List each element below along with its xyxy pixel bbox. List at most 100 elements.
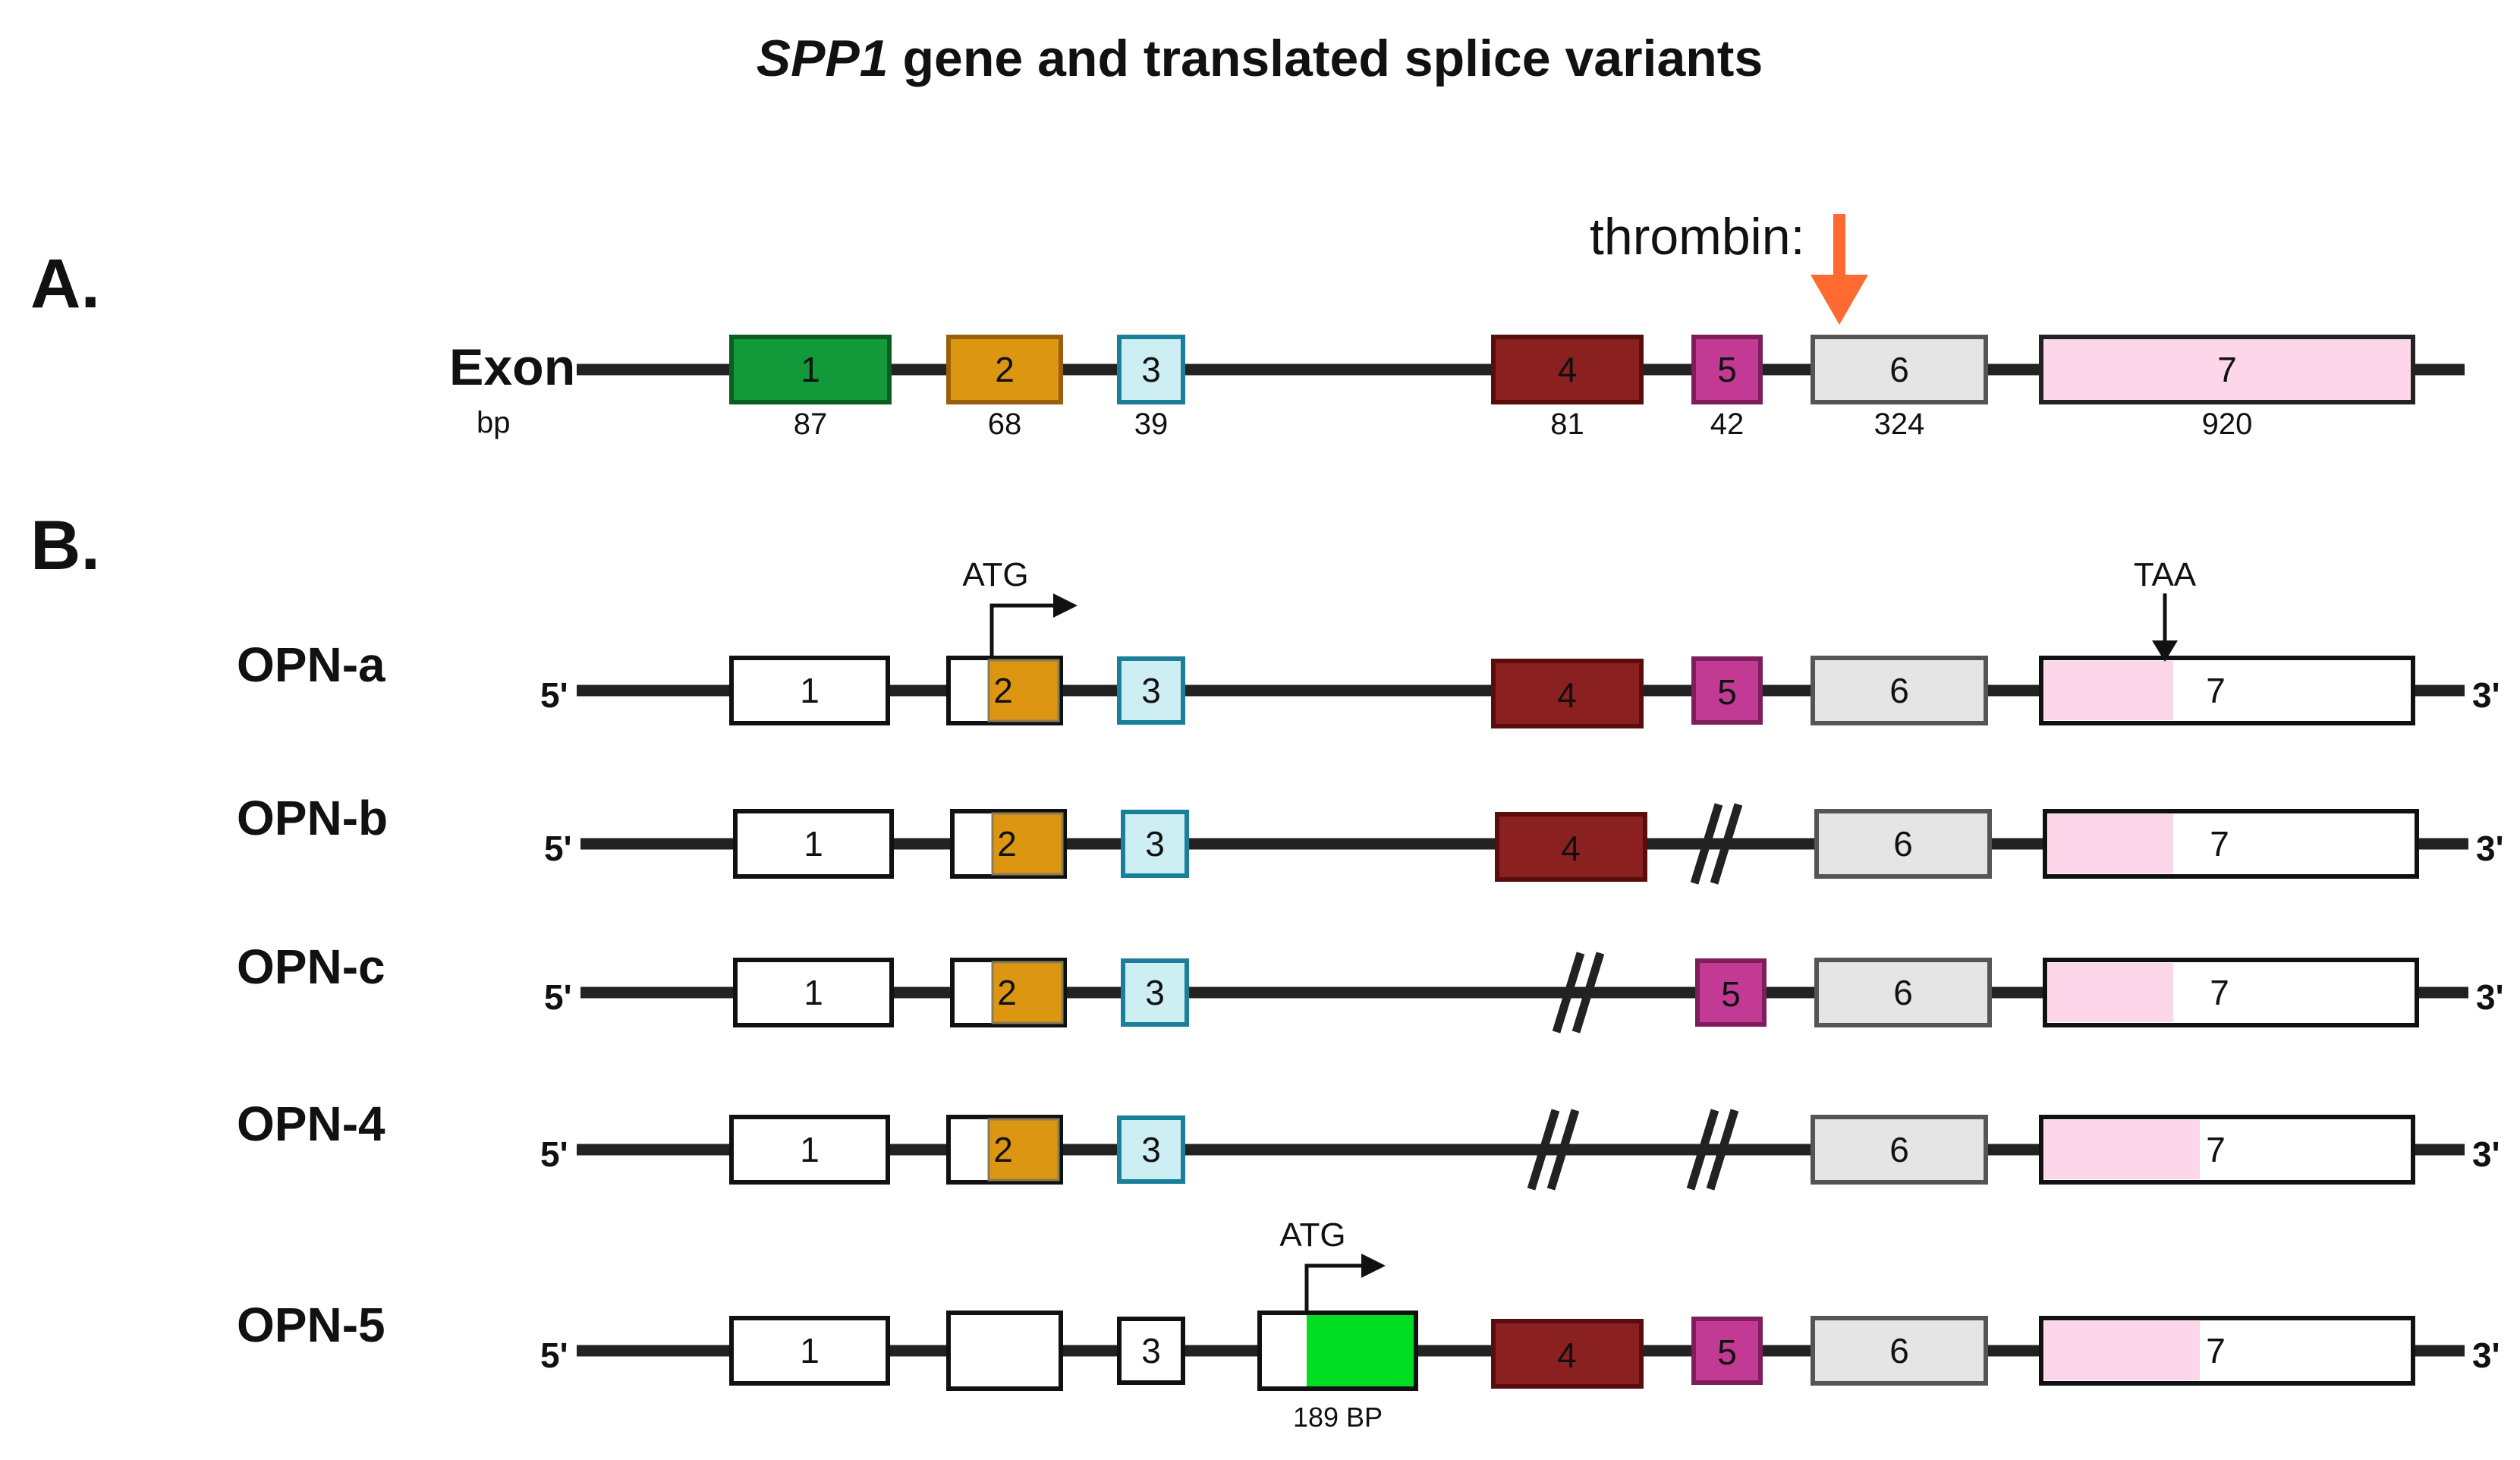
exon-5-number: 5 [1721,974,1741,1014]
exon-2-number: 2 [993,1130,1013,1169]
bp-row-label: bp [477,406,511,439]
exon-4-number: 4 [1561,829,1581,868]
exon-6-number: 6 [1893,824,1913,864]
exon-3-number: 3 [1145,824,1165,864]
skip-mark-stroke [1710,803,1743,885]
exon-6-box [1811,656,1988,725]
variant-name: OPN-a [237,637,385,692]
exon-5-box [1691,656,1763,725]
exon-3-box [1117,1115,1185,1184]
exon-1-box [729,1115,890,1185]
exon-1-box [733,958,894,1027]
exon-1-number: 1 [800,1130,820,1169]
five-prime-label: 5' [540,1134,568,1174]
exon-3-box [1117,1317,1185,1385]
five-prime-label: 5' [540,675,568,715]
stop-codon-label: TAA [2134,556,2197,593]
exon-1-number: 1 [800,1331,820,1370]
exon-4-bp-label: 81 [1550,407,1584,441]
exon-7-number: 7 [2210,824,2229,864]
skip-mark-stroke [1686,1109,1719,1191]
variant-name: OPN-c [237,939,385,994]
extra-exon-coding-fill [1307,1315,1414,1386]
exon-7-coding-fill [2044,1120,2200,1179]
thrombin-arrow-head [1811,275,1868,325]
exon-2-coding-fill [991,812,1064,876]
exon-2-box [946,1311,1063,1391]
skip-mark-stroke [1690,803,1723,885]
three-prime-label: 3' [2472,1336,2500,1375]
exon-4-number: 4 [1558,350,1578,389]
section-label-a: A. [30,245,100,323]
exon-1-box [729,335,892,404]
exon-7-coding-fill [2048,814,2173,873]
exon-5-box [1691,335,1763,404]
five-prime-label: 5' [540,1336,568,1375]
stop-arrow-head [2152,640,2178,662]
start-codon-label: ATG [1279,1216,1345,1254]
exon-7-number: 7 [2210,973,2229,1012]
exon-5-box [1691,1317,1763,1385]
exon-5-bp-label: 42 [1710,407,1744,441]
exon-3-box [1121,958,1189,1027]
exon-3-number: 3 [1141,1331,1161,1370]
exon-7-coding-fill [2048,963,2173,1022]
exon-1-bp-label: 87 [794,407,828,441]
exon-7-number: 7 [2206,1331,2226,1370]
exon-7-coding-fill [2044,1321,2200,1380]
variant-name: OPN-5 [237,1298,385,1352]
exon-4-box [1491,335,1644,404]
exon-7-number: 7 [2206,1130,2226,1169]
skip-mark-stroke [1706,1109,1739,1191]
exon-4-number: 4 [1557,675,1577,715]
exon-6-bp-label: 324 [1874,407,1925,441]
exon-2-number: 2 [997,973,1017,1012]
exon-6-box [1811,1115,1988,1185]
exon-1-number: 1 [804,973,823,1012]
exon-2-number: 2 [993,671,1013,710]
exon-1-box [733,809,894,879]
exon-7-bp-label: 920 [2202,407,2253,441]
extra-exon-bp-label: 189 BP [1293,1402,1383,1433]
three-prime-label: 3' [2472,675,2500,715]
exon-2-number: 2 [995,350,1015,389]
section-label-b: B. [30,507,100,584]
five-prime-label: 5' [544,977,572,1017]
exon-6-number: 6 [1889,1331,1909,1370]
exon-2-bp-label: 68 [988,407,1022,441]
thrombin-label: thrombin: [1590,208,1804,266]
exon-3-box [1117,656,1185,725]
five-prime-label: 5' [544,829,572,868]
exon-4-box [1491,659,1644,728]
skip-mark-stroke [1527,1109,1560,1191]
exon-7-number: 7 [2206,671,2226,710]
exon-2-coding-fill [987,1118,1060,1182]
exon-1-box [729,1316,890,1386]
exon-5-number: 5 [1717,672,1737,712]
exon-1-number: 1 [801,350,820,389]
exon-3-number: 3 [1145,973,1165,1012]
figure-title-rest: gene and translated splice variants [889,30,1763,87]
exon-7-number: 7 [2217,350,2237,389]
exon-2-box [946,335,1063,404]
exon-7-coding-fill [2044,661,2173,720]
start-arrow-line [1304,1263,1363,1313]
three-prime-label: 3' [2476,977,2504,1017]
exon-2-number: 2 [997,824,1017,864]
exon-2-coding-fill [987,659,1060,722]
exon-4-box [1495,812,1647,882]
exon-3-number: 3 [1141,671,1161,710]
exon-6-number: 6 [1889,350,1909,389]
exon-4-box [1491,1319,1644,1389]
exon-1-number: 1 [800,671,820,710]
exon-1-box [729,656,890,725]
exon-6-number: 6 [1889,1130,1909,1169]
exon-3-box [1121,810,1189,878]
exon-3-box [1117,335,1185,404]
